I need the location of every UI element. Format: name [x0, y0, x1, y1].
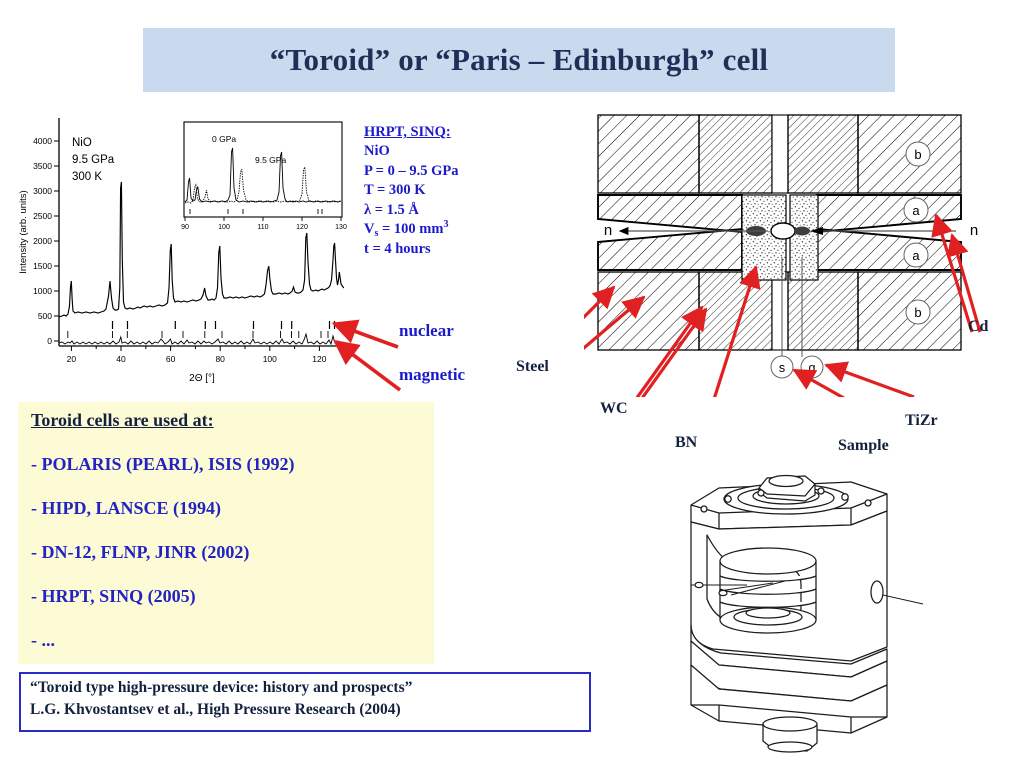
- chart-x-ticks: [70, 346, 320, 351]
- svg-text:0 GPa: 0 GPa: [212, 134, 236, 144]
- press-svg: [690, 474, 924, 753]
- svg-text:20: 20: [67, 354, 77, 364]
- citation-panel: “Toroid type high-pressure device: histo…: [19, 672, 591, 732]
- cs-callout-sample: Sample: [838, 437, 889, 454]
- chart-difference-trace: [59, 332, 344, 346]
- facility-item-hrpt: - HRPT, SINQ (2005): [31, 586, 196, 606]
- cs-callout-tizr: TiZr: [905, 412, 938, 429]
- chart-ylabel: Intensity (arb. units): [18, 190, 29, 273]
- cs-upper-backing: [597, 114, 962, 194]
- svg-text:3000: 3000: [33, 186, 52, 196]
- experiment-heading: HRPT, SINQ:: [364, 124, 451, 140]
- svg-text:4000: 4000: [33, 136, 52, 146]
- experiment-counting-time: t = 4 hours: [364, 241, 431, 258]
- chart-xlabel: 2Θ [°]: [189, 373, 215, 384]
- citation-title: “Toroid type high-pressure device: histo…: [30, 679, 413, 696]
- chart-y-ticklabels: 0 500 1000 1500 2000 2500 3000 3500 4000: [33, 136, 52, 346]
- cs-callout-cd: Cd: [968, 318, 989, 335]
- cs-callout-bn: BN: [675, 434, 698, 451]
- diffraction-chart: 0 500 1000 1500 2000 2500 3000 3500 4000 Int…: [12, 110, 360, 390]
- experiment-sample-volume: Vs = 100 mm3: [364, 219, 514, 240]
- chart-sample-annotation: NiO 9.5 GPa 300 K: [72, 137, 115, 183]
- inset-series-labels: 0 GPa 9.5 GPa: [212, 134, 286, 165]
- svg-text:2500: 2500: [33, 211, 52, 221]
- svg-text:120: 120: [296, 224, 308, 231]
- volume-exponent: 3: [443, 219, 449, 231]
- cs-lower-backing: [597, 271, 962, 351]
- press-3d-drawing: [655, 465, 975, 760]
- svg-text:s: s: [779, 361, 785, 375]
- svg-text:9.5 GPa: 9.5 GPa: [255, 155, 286, 165]
- svg-text:120: 120: [312, 354, 326, 364]
- experiment-material: NiO: [364, 143, 390, 160]
- svg-text:130: 130: [335, 224, 347, 231]
- cross-section-svg: n n b a a b s g: [584, 107, 1004, 397]
- cs-callout-steel: Steel: [516, 358, 549, 375]
- experiment-temperature: T = 300 K: [364, 182, 426, 199]
- svg-text:3500: 3500: [33, 161, 52, 171]
- chart-label-magnetic: magnetic: [399, 365, 466, 384]
- svg-text:g: g: [809, 361, 816, 375]
- svg-text:NiO: NiO: [72, 137, 92, 149]
- chart-svg: 0 500 1000 1500 2000 2500 3000 3500 4000 Int…: [12, 110, 360, 390]
- svg-text:1500: 1500: [33, 261, 52, 271]
- chart-data-layer: [59, 181, 344, 346]
- svg-text:60: 60: [166, 354, 176, 364]
- cell-cross-section-diagram: n n b a a b s g: [584, 107, 1004, 397]
- volume-value: = 100 mm: [378, 221, 444, 238]
- slide-title-band: “Toroid” or “Paris – Edinburgh” cell: [143, 28, 895, 92]
- chart-label-nuclear: nuclear: [399, 321, 454, 340]
- svg-text:1000: 1000: [33, 286, 52, 296]
- nuclear-arrow: [331, 319, 399, 349]
- chart-callout-arrows: [331, 319, 402, 392]
- facility-item-dn12: - DN-12, FLNP, JINR (2002): [31, 542, 250, 562]
- citation-authors: L.G. Khvostantsev et al., High Pressure …: [30, 701, 401, 718]
- facility-item-polaris: - POLARIS (PEARL), ISIS (1992): [31, 454, 295, 474]
- svg-text:40: 40: [116, 354, 126, 364]
- cs-beam-label-right: n: [970, 222, 978, 239]
- chart-magnetic-tickmarks: [67, 331, 329, 338]
- cs-callout-arrows: [584, 213, 982, 397]
- svg-text:500: 500: [38, 311, 52, 321]
- experiment-parameters: HRPT, SINQ: NiO P = 0 – 9.5 GPa T = 300 …: [364, 123, 514, 260]
- cs-gasket-column: [741, 194, 819, 281]
- inset-95gpa-trace: [184, 166, 341, 204]
- svg-text:80: 80: [215, 354, 225, 364]
- chart-main-trace: [59, 181, 344, 318]
- inset-x-ticks: [184, 217, 342, 221]
- svg-text:100: 100: [218, 224, 230, 231]
- svg-text:b: b: [914, 305, 921, 320]
- chart-x-ticklabels: 20 40 60 80 100 120: [67, 354, 327, 364]
- cs-callout-wc: WC: [600, 400, 628, 417]
- experiment-pressure: P = 0 – 9.5 GPa: [364, 162, 459, 179]
- svg-text:100: 100: [263, 354, 277, 364]
- facility-item-hipd: - HIPD, LANSCE (1994): [31, 498, 222, 518]
- page-title: “Toroid” or “Paris – Edinburgh” cell: [269, 42, 769, 77]
- magnetic-arrow: [333, 339, 402, 392]
- svg-text:300 K: 300 K: [72, 171, 102, 183]
- svg-text:9.5 GPa: 9.5 GPa: [72, 154, 115, 166]
- facility-item-more: - ...: [31, 630, 55, 650]
- svg-text:a: a: [912, 203, 920, 218]
- volume-symbol: V: [364, 221, 375, 238]
- svg-text:a: a: [912, 248, 920, 263]
- inset-x-ticklabels: 90 100 110 120 130: [181, 224, 347, 231]
- facilities-heading: Toroid cells are used at:: [31, 410, 214, 430]
- inset-0gpa-trace: [184, 147, 342, 203]
- cs-beam-label-left: n: [604, 222, 612, 239]
- cs-zone-letters: b a a b: [903, 141, 931, 325]
- facilities-panel: Toroid cells are used at: - POLARIS (PEA…: [18, 402, 434, 664]
- experiment-wavelength: λ = 1.5 Å: [364, 201, 419, 218]
- volume-subscript: s: [374, 228, 379, 240]
- cs-sample-capsule: [746, 222, 810, 240]
- svg-text:2000: 2000: [33, 236, 52, 246]
- svg-text:110: 110: [257, 224, 268, 231]
- chart-y-ticks: [54, 140, 59, 342]
- chart-inset: 90 100 110 120 130 0 GPa 9.5 GPa: [181, 121, 347, 231]
- svg-text:b: b: [914, 147, 921, 162]
- svg-text:0: 0: [47, 336, 52, 346]
- svg-text:90: 90: [181, 224, 189, 231]
